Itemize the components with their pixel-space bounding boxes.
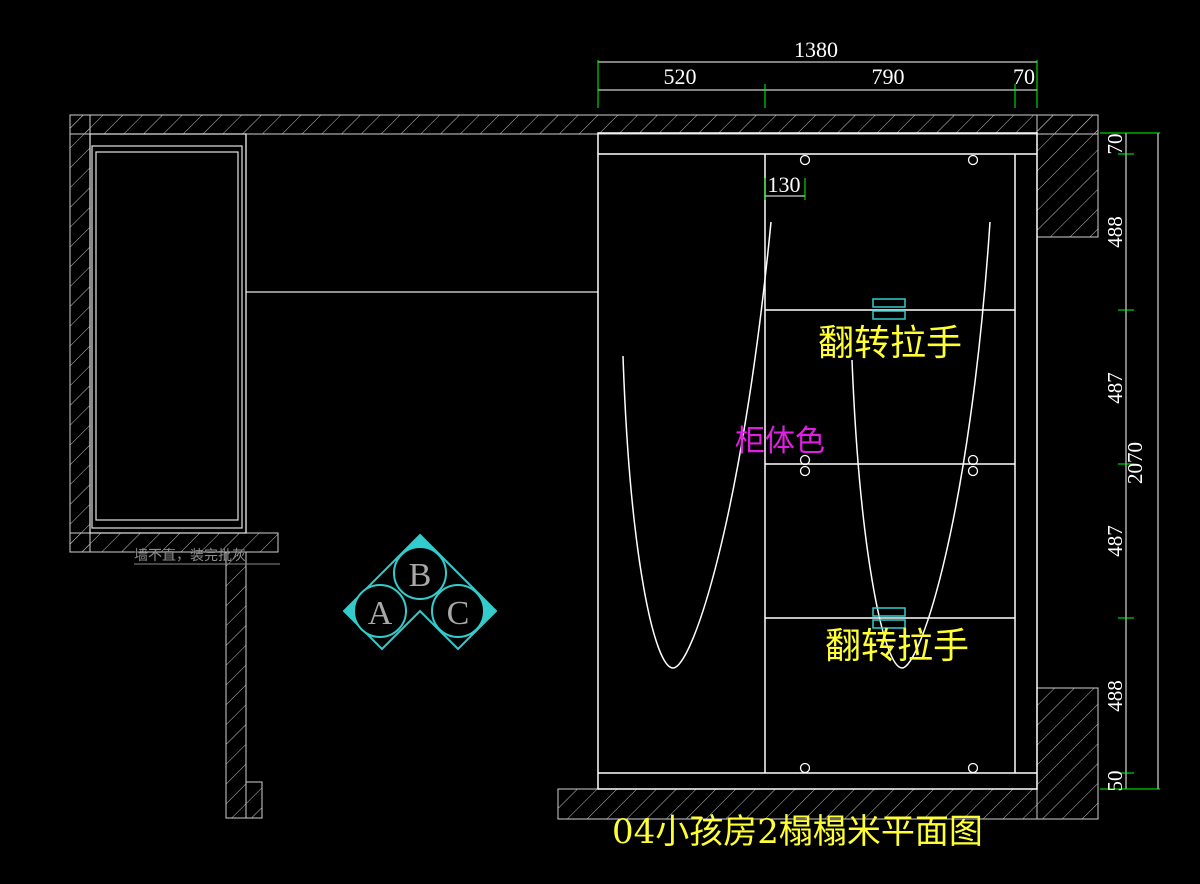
dim-right-width: 70 [1013, 64, 1035, 89]
walls [69, 114, 1099, 820]
wall-bottom [557, 788, 1038, 820]
dim-left-width: 520 [664, 64, 697, 89]
dim-middle-width: 790 [872, 64, 905, 89]
dim-seg-1: 70 [1103, 134, 1127, 155]
right-dimension-lines [1100, 132, 1160, 790]
dim-seg-2: 488 [1103, 216, 1127, 248]
label-flip-handle-lower: 翻转拉手 [825, 626, 969, 667]
wall-right-top [1036, 114, 1099, 238]
label-cabinet-color: 柜体色 [735, 424, 825, 459]
label-wall-note: 墙不直，装完批灰 [134, 547, 246, 564]
wall-stub [225, 551, 247, 819]
dim-overall-width: 1380 [794, 37, 838, 62]
wall-right-bottom [1036, 687, 1099, 820]
hinge-circles [799, 154, 979, 774]
symbol-letter-b: B [409, 557, 432, 594]
wall-stub-foot [246, 786, 262, 818]
dim-inner-offset: 130 [768, 172, 801, 197]
drawing-title: 04小孩房2榻榻米平面图 [612, 812, 983, 852]
wall-top [69, 114, 1099, 135]
decorative-curves [622, 221, 991, 669]
top-dimension-lines [597, 60, 1038, 200]
flip-handle-icon [872, 298, 906, 629]
wall-left [69, 114, 91, 553]
wardrobe [597, 132, 1038, 790]
abc-grouped-circles-icon: B A C [342, 533, 498, 651]
right-dimension-texts: 70 488 487 487 488 50 2070 [1103, 134, 1147, 792]
dim-seg-3: 487 [1103, 372, 1127, 404]
symbol-letter-c: C [447, 595, 470, 632]
symbol-letter-a: A [368, 595, 393, 632]
dim-overall-height: 2070 [1123, 442, 1147, 484]
left-frame [89, 133, 598, 534]
dim-seg-4: 487 [1103, 525, 1127, 557]
dim-seg-6: 50 [1103, 771, 1127, 792]
dim-seg-5: 488 [1103, 680, 1127, 712]
label-flip-handle-upper: 翻转拉手 [818, 323, 962, 364]
